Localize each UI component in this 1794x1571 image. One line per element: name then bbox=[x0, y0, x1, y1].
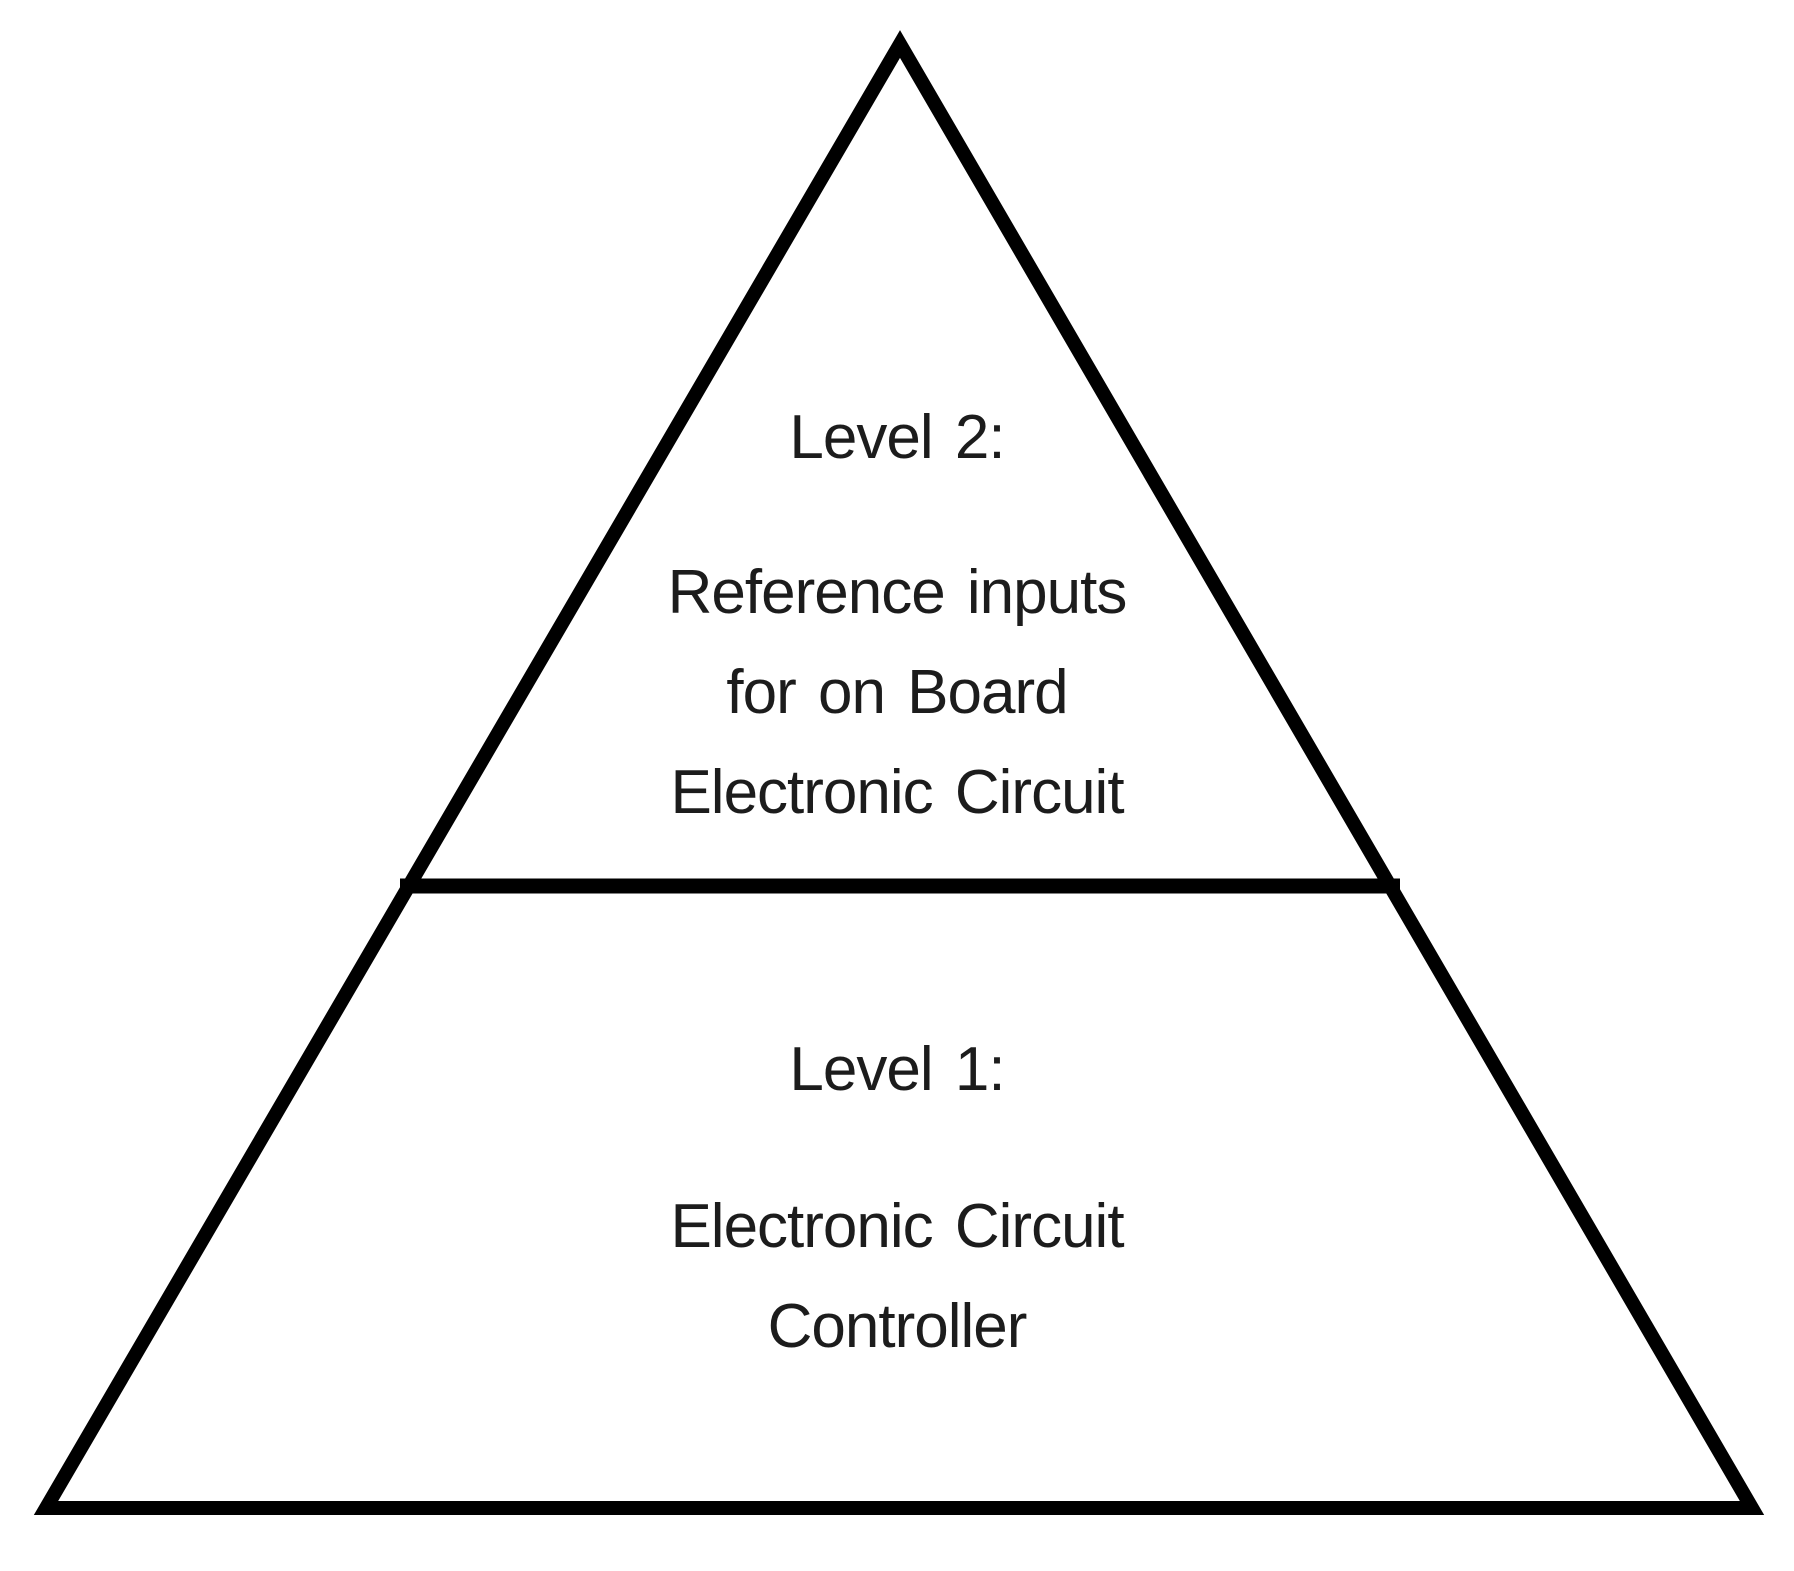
pyramid-outline-triangle bbox=[33, 30, 1765, 1515]
level-1-heading: Level 1: bbox=[789, 1035, 1005, 1104]
level-2-description-line: for on Board bbox=[726, 658, 1068, 727]
level-1-description-line: Electronic Circuit bbox=[670, 1192, 1124, 1261]
level-2-description: Reference inputs for on Board Electronic… bbox=[0, 543, 1794, 843]
level-1-description-line: Controller bbox=[767, 1292, 1028, 1361]
level-2-description-line: Electronic Circuit bbox=[670, 758, 1124, 827]
level-2-description-line: Reference inputs bbox=[667, 558, 1128, 627]
level-2-heading: Level 2: bbox=[789, 403, 1005, 472]
level-1-description: Electronic Circuit Controller bbox=[0, 1177, 1794, 1377]
